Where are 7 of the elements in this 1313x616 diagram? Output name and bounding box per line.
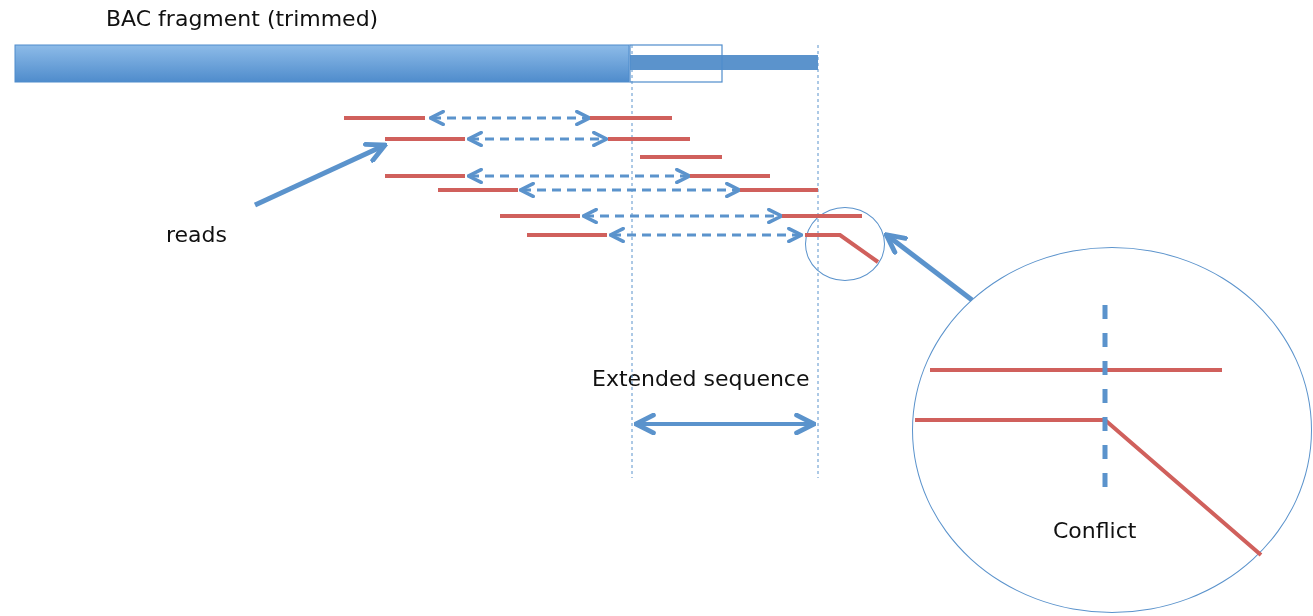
conflict-label: Conflict [1053,518,1137,543]
reads-label: reads [166,222,227,247]
read-bar [385,137,465,141]
arrow [883,232,974,302]
arrow [253,142,388,208]
dimension-label: Extended sequence [592,366,810,391]
bar-title: BAC fragment (trimmed) [106,6,379,31]
